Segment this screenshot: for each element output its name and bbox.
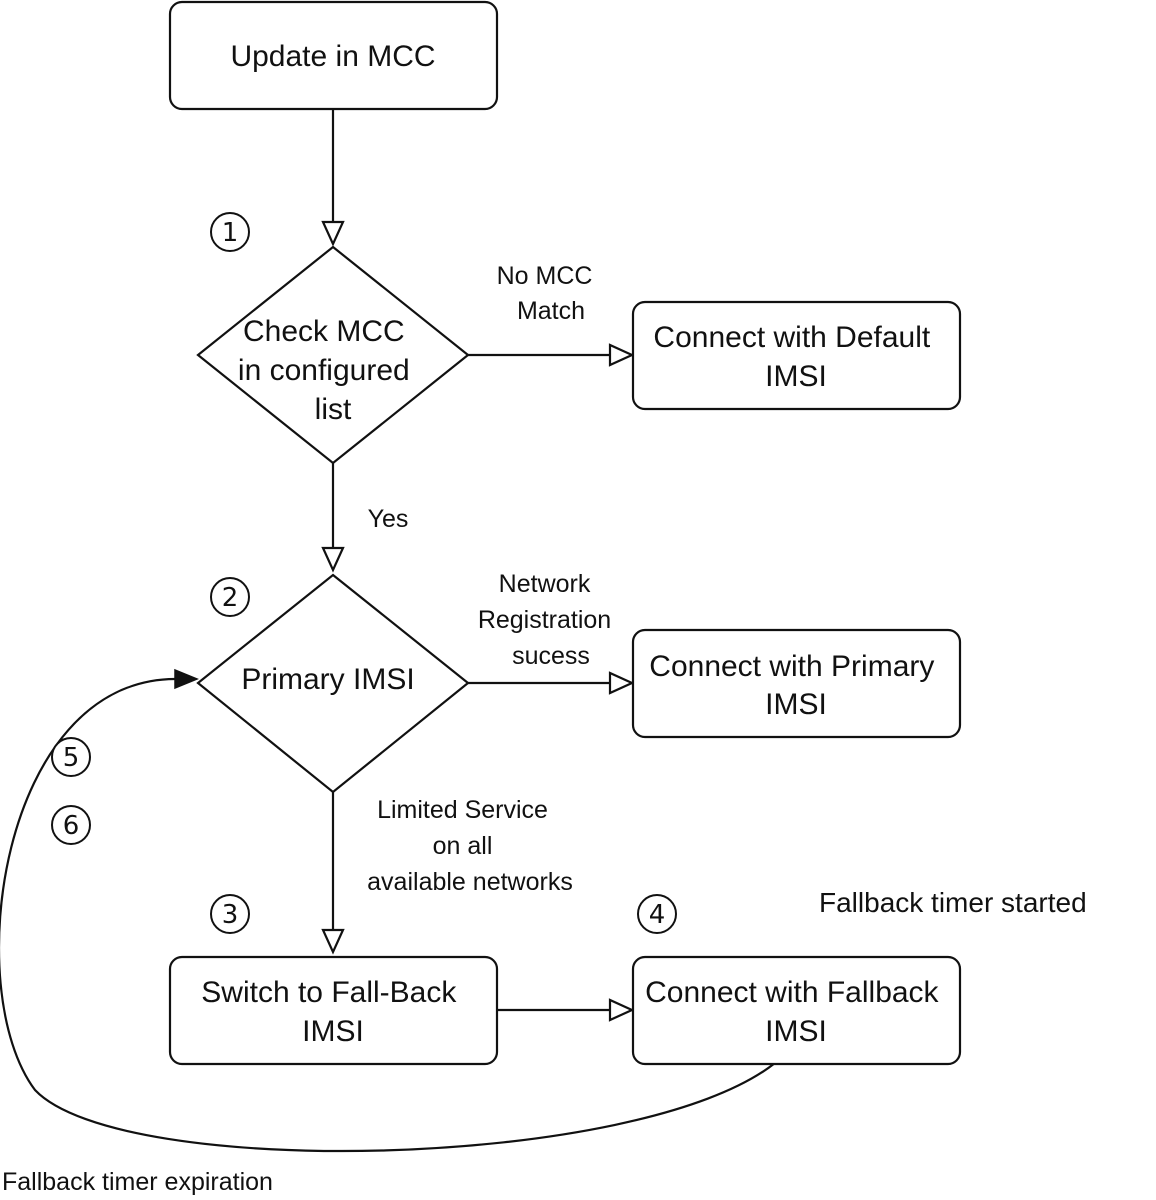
node-label: Update in MCC — [230, 40, 435, 73]
node-label: Primary IMSI — [241, 663, 414, 696]
edge-label-no-mcc-match: No MCC Match — [497, 262, 600, 325]
node-update-in-mcc: Update in MCC — [168, 0, 499, 111]
node-primary-imsi: Primary IMSI — [196, 573, 470, 794]
edge-label-limited-service: Limited Service on all available network… — [367, 796, 573, 896]
edge-update-to-check — [321, 110, 345, 247]
edge-primary-to-connect-primary — [468, 671, 635, 695]
step-marker-4: 4 — [637, 894, 677, 934]
node-connect-fallback-imsi: Connect with Fallback IMSI — [631, 955, 962, 1066]
step-number: 4 — [649, 900, 666, 930]
node-switch-to-fallback-imsi: Switch to Fall-Back IMSI — [168, 955, 499, 1066]
arrowhead — [321, 220, 345, 247]
arrowhead — [608, 343, 635, 367]
step-number: 5 — [63, 743, 80, 773]
step-marker-5: 5 — [51, 737, 91, 777]
node-label: Check MCC in configured list — [238, 315, 418, 426]
note-fallback-timer-started: Fallback timer started — [819, 887, 1087, 918]
step-number: 1 — [222, 218, 239, 248]
edge-label-yes: Yes — [368, 505, 409, 533]
arrowhead — [608, 998, 635, 1022]
edge-primary-to-switch — [321, 792, 345, 955]
step-number: 3 — [222, 900, 239, 930]
step-marker-2: 2 — [210, 577, 250, 617]
step-marker-1: 1 — [210, 212, 250, 252]
node-label: Connect with Primary IMSI — [649, 650, 942, 721]
step-number: 2 — [222, 583, 239, 613]
node-label: Connect with Default IMSI — [653, 321, 938, 393]
edge-check-to-primary — [321, 463, 345, 573]
edge-label-registration-success: Network Registration sucess — [478, 570, 618, 670]
arrowhead — [608, 671, 635, 695]
note-fallback-timer-expiration: Fallback timer expiration — [2, 1168, 273, 1196]
node-check-mcc: Check MCC in configured list — [196, 245, 470, 465]
arrowhead — [321, 546, 345, 573]
arrowhead — [321, 928, 345, 955]
step-number: 6 — [63, 811, 80, 841]
edge-switch-to-connect-fallback — [497, 998, 635, 1022]
arrowhead — [174, 668, 199, 690]
step-marker-3: 3 — [210, 894, 250, 934]
edge-fallback-loop — [0, 668, 776, 1153]
node-connect-primary-imsi: Connect with Primary IMSI — [631, 628, 962, 739]
node-connect-default-imsi: Connect with Default IMSI — [631, 300, 962, 411]
step-marker-6: 6 — [51, 805, 91, 845]
node-label: Switch to Fall-Back IMSI — [201, 976, 464, 1048]
edge-check-to-default — [468, 343, 635, 367]
node-label: Connect with Fallback IMSI — [645, 976, 947, 1048]
